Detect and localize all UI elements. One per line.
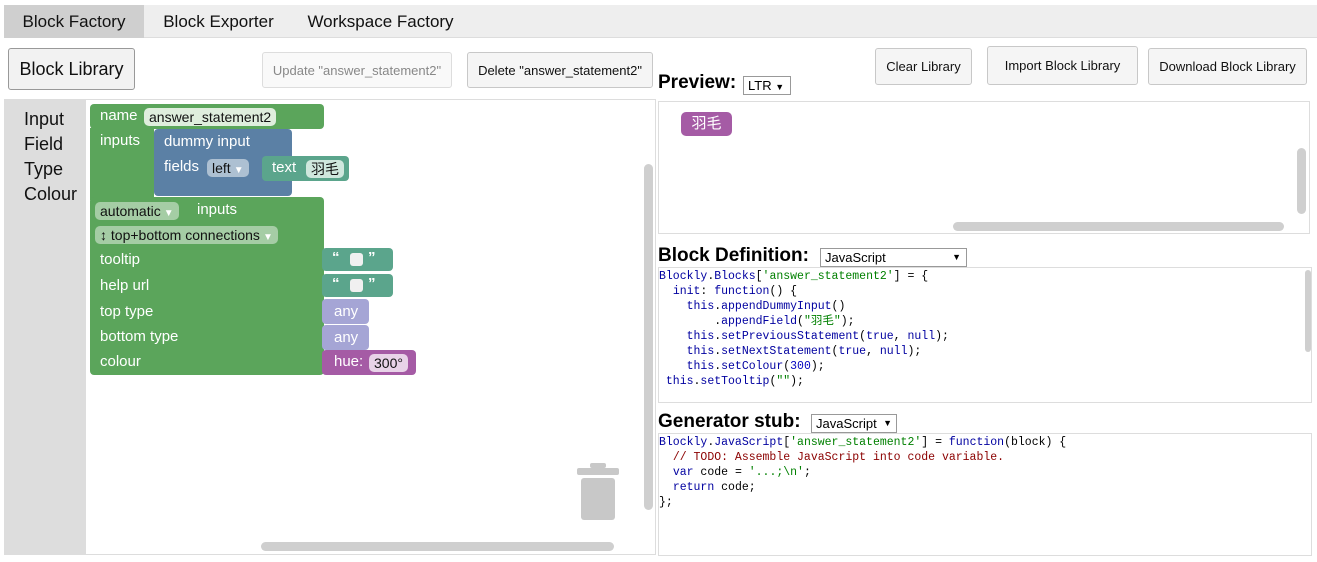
definition-code-text: Blockly.Blocks['answer_statement2'] = { … — [659, 270, 949, 388]
import-library-button[interactable]: Import Block Library — [987, 46, 1138, 85]
direction-select[interactable]: LTR ▼ — [743, 76, 791, 95]
bottom-type-value: any — [334, 329, 359, 346]
top-type-value: any — [334, 303, 359, 320]
preview-block[interactable]: 羽毛 — [681, 112, 732, 136]
definition-format-select[interactable]: JavaScript ▼ — [820, 248, 967, 267]
preview-vertical-scrollbar[interactable] — [1297, 148, 1306, 214]
preview-horizontal-scrollbar[interactable] — [953, 222, 1284, 231]
definition-vertical-scrollbar[interactable] — [1305, 270, 1311, 352]
bottom-type-block[interactable] — [322, 325, 369, 350]
quote-close-icon: ” — [368, 275, 376, 292]
dropdown-arrow-icon: ▼ — [883, 418, 892, 428]
dummy-input-label: dummy input — [164, 133, 250, 150]
toolbox-category-colour[interactable]: Colour — [24, 184, 78, 204]
generator-language-select[interactable]: JavaScript ▼ — [811, 414, 897, 433]
connections-dropdown[interactable]: ↕ top+bottom connections▼ — [95, 226, 278, 244]
text-field-label: text — [272, 159, 297, 176]
toolbox: Input Field Type Colour — [5, 100, 86, 554]
generator-code-text: Blockly.JavaScript['answer_statement2'] … — [659, 436, 1067, 509]
chevron-down-icon: ▼ — [233, 165, 244, 176]
tab-block-factory[interactable]: Block Factory — [4, 5, 144, 38]
hue-value-field[interactable]: 300° — [369, 354, 408, 372]
preview-label: Preview: — [658, 72, 737, 93]
align-value: left — [212, 160, 231, 176]
factory-block-body[interactable] — [90, 197, 324, 375]
colour-label: colour — [100, 353, 141, 370]
workspace-canvas[interactable]: name answer_statement2 inputs dummy inpu… — [86, 100, 655, 554]
inputs-mode-suffix: inputs — [197, 201, 238, 218]
inputs-mode-dropdown[interactable]: automatic▼ — [95, 202, 179, 220]
block-definition-code: Blockly.Blocks['answer_statement2'] = { … — [658, 267, 1312, 403]
toolbox-category-type[interactable]: Type — [24, 159, 64, 179]
quote-open-icon: “ — [332, 249, 340, 266]
align-dropdown[interactable]: left▼ — [207, 159, 249, 177]
tab-workspace-factory[interactable]: Workspace Factory — [307, 12, 454, 31]
dropdown-arrow-icon: ▼ — [952, 252, 961, 262]
chevron-down-icon: ▼ — [262, 232, 273, 243]
name-label: name — [100, 107, 138, 124]
tab-bar: Block Factory Block Exporter Workspace F… — [4, 5, 1317, 38]
clear-library-button[interactable]: Clear Library — [875, 48, 972, 85]
block-definition-label: Block Definition: — [658, 245, 809, 266]
tooltip-text-field[interactable] — [350, 253, 363, 266]
block-library-button[interactable]: Block Library — [8, 48, 135, 90]
help-url-text-field[interactable] — [350, 279, 363, 292]
text-field-value[interactable]: 羽毛 — [306, 160, 344, 178]
hue-label: hue: — [334, 353, 364, 370]
direction-value: LTR — [748, 78, 772, 93]
toolbox-category-field[interactable]: Field — [24, 134, 64, 154]
toolbox-category-input[interactable]: Input — [24, 109, 65, 129]
generator-language-value: JavaScript — [816, 416, 877, 431]
workspace-horizontal-scrollbar[interactable] — [261, 542, 614, 551]
tab-block-exporter[interactable]: Block Exporter — [163, 12, 274, 31]
inputs-mode-value: automatic — [100, 203, 161, 219]
quote-close-icon: ” — [368, 249, 376, 266]
delete-block-button[interactable]: Delete "answer_statement2" — [467, 52, 653, 88]
definition-format-value: JavaScript — [825, 250, 886, 265]
bottom-type-label: bottom type — [100, 328, 179, 345]
help-url-label: help url — [100, 277, 150, 294]
inputs-label: inputs — [100, 132, 141, 149]
trash-can-icon[interactable] — [575, 463, 621, 521]
download-library-button[interactable]: Download Block Library — [1148, 48, 1307, 85]
fields-label: fields — [164, 158, 200, 175]
chevron-down-icon: ▼ — [163, 208, 174, 219]
factory-block-inputs-row[interactable] — [90, 128, 154, 200]
top-type-label: top type — [100, 303, 154, 320]
update-block-button[interactable]: Update "answer_statement2" — [262, 52, 452, 88]
top-type-block[interactable] — [322, 299, 369, 324]
dropdown-arrow-icon: ▼ — [775, 82, 785, 92]
quote-open-icon: “ — [332, 275, 340, 292]
generator-stub-label: Generator stub: — [658, 411, 801, 432]
blockly-workspace: Input Field Type Colour name answer_stat… — [4, 99, 656, 555]
block-name-field[interactable]: answer_statement2 — [144, 108, 277, 126]
workspace-vertical-scrollbar[interactable] — [644, 164, 653, 510]
tooltip-label: tooltip — [100, 251, 141, 268]
generator-stub-code: Blockly.JavaScript['answer_statement2'] … — [658, 433, 1312, 556]
connections-value: ↕ top+bottom connections — [100, 227, 260, 243]
preview-pane — [658, 101, 1310, 234]
